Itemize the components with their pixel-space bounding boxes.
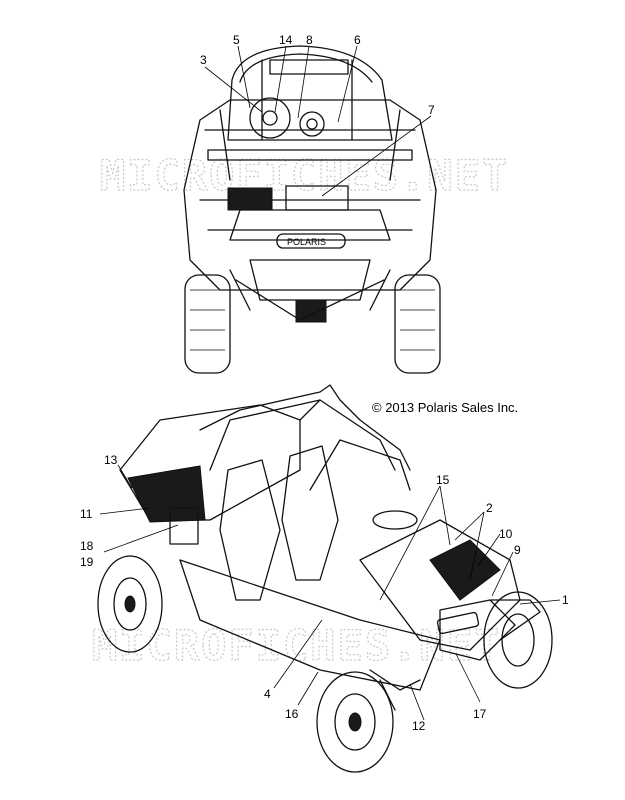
rear-left-tire-iso (97, 555, 163, 653)
callout-1: 1 (562, 593, 569, 607)
callout-8: 8 (306, 33, 313, 47)
watermark-top: MICROFICHES.NET (100, 151, 509, 200)
callout-2: 2 (486, 501, 493, 515)
front-left-tire-iso (316, 671, 394, 773)
callout-16: 16 (285, 707, 299, 721)
watermark-bottom: MICROFICHES.NET (92, 621, 501, 670)
callout-10: 10 (499, 527, 513, 541)
rear-left-tire (184, 274, 231, 374)
iso-view-leaders (99, 464, 561, 721)
callout-9: 9 (514, 543, 521, 557)
callout-11: 11 (80, 507, 93, 521)
callout-18: 18 (80, 539, 94, 553)
iso-view-vehicle (97, 384, 553, 773)
callout-19: 19 (80, 555, 94, 569)
callout-15: 15 (436, 473, 450, 487)
front-right-tire-iso (483, 591, 553, 689)
rear-right-tire (394, 274, 441, 374)
callout-14: 14 (279, 33, 293, 47)
rear-view-vehicle: POLARIS (183, 45, 441, 374)
callout-4: 4 (264, 687, 271, 701)
top-view-leaders (204, 45, 432, 197)
callout-3: 3 (200, 53, 207, 67)
callout-6: 6 (354, 33, 361, 47)
callout-7: 7 (428, 103, 435, 117)
brand-badge-top: POLARIS (287, 237, 326, 247)
callout-5: 5 (233, 33, 240, 47)
callout-12: 12 (412, 719, 426, 733)
callout-13: 13 (104, 453, 118, 467)
copyright-notice: © 2013 Polaris Sales Inc. (372, 400, 518, 415)
callout-17: 17 (473, 707, 487, 721)
